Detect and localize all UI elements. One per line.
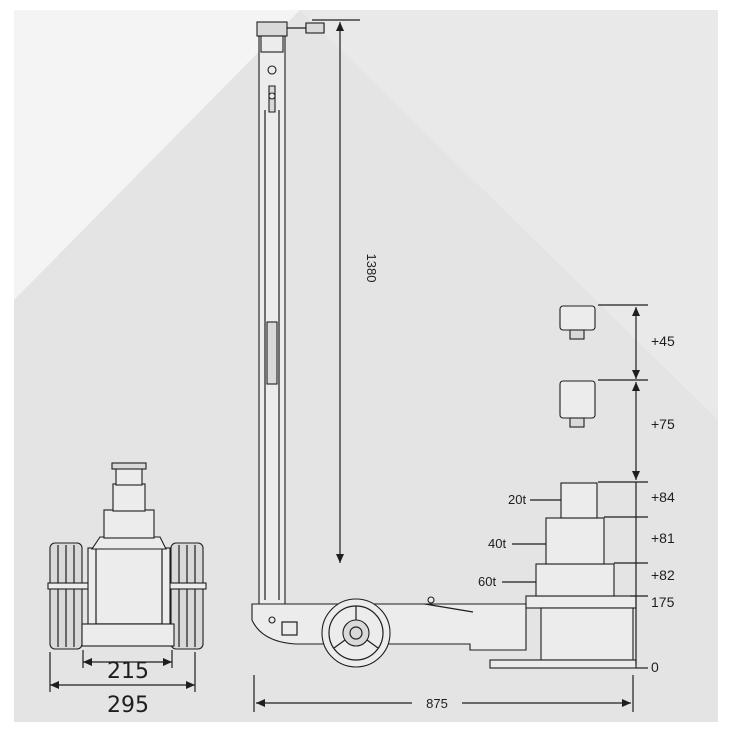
cylinder-base [525, 595, 637, 609]
side-wheel-icon [321, 598, 391, 668]
ground-label: 0 [651, 659, 659, 675]
ram-stage-20t [560, 482, 598, 519]
capacity-60t-label: 60t [478, 574, 496, 589]
handle-top-grip [256, 21, 288, 37]
front-body [87, 547, 171, 625]
overall-width-label: 295 [107, 693, 149, 718]
base-height-label: 175 [651, 594, 675, 610]
extension-piece-75 [559, 380, 596, 428]
cylinder-body [540, 607, 634, 661]
capacity-20t-label: 20t [508, 492, 526, 507]
front-ram-stage-1 [103, 509, 155, 539]
total-height-label: 1380 [364, 254, 379, 283]
capacity-40t-label: 40t [488, 536, 506, 551]
ram-stage-60t [535, 563, 615, 597]
background-shade [300, 10, 718, 420]
stage-2-label: +75 [651, 416, 675, 432]
handle-mid-grip [266, 321, 278, 385]
extension-piece-45 [559, 305, 596, 340]
side-view-jack [251, 21, 637, 669]
chassis-square-marker [281, 621, 298, 636]
front-ram-stage-3 [115, 467, 143, 486]
overall-length-label: 875 [426, 696, 448, 711]
stage-5-label: +82 [651, 567, 675, 583]
stage-4-label: +81 [651, 530, 675, 546]
background-highlight [14, 10, 300, 300]
stage-3-label: +84 [651, 489, 675, 505]
base-plate [489, 659, 637, 669]
stage-1-label: +45 [651, 333, 675, 349]
ram-stage-40t [545, 517, 605, 565]
lifting-handle [258, 32, 286, 609]
front-base-plate [81, 623, 175, 647]
front-saddle [111, 462, 147, 470]
handle-pivot-icon [267, 65, 277, 75]
release-lever [424, 603, 474, 613]
front-view-jack [47, 462, 207, 650]
wheel-track-label: 215 [107, 659, 149, 684]
front-ram-stage-2 [112, 483, 146, 512]
